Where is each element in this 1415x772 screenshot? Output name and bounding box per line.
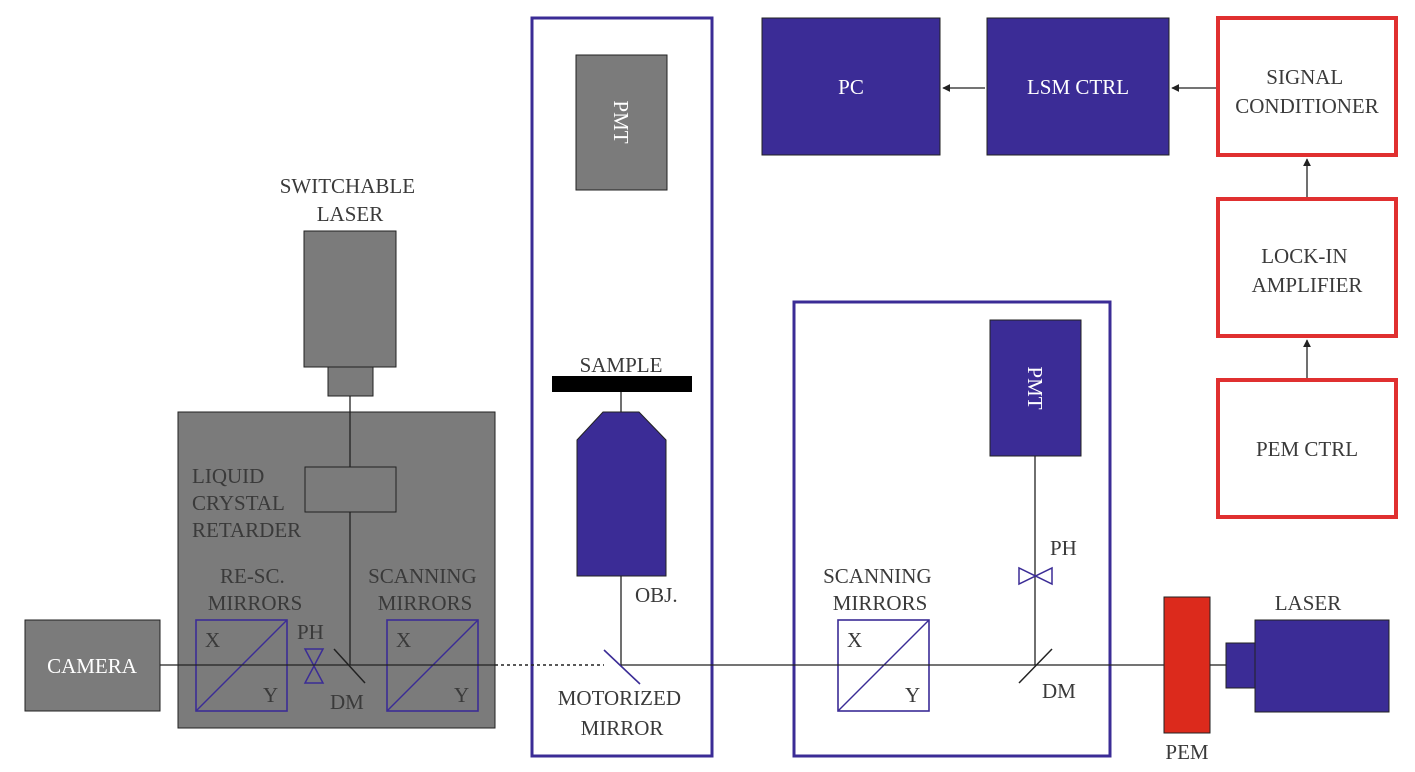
pinhole-left [303,648,325,684]
switchable-laser-label: SWITCHABLE LASER [280,174,421,226]
scan-left-y-label: Y [454,683,469,707]
pem-box [1163,596,1211,734]
pem-ctrl-label: PEM CTRL [1256,437,1358,461]
pc-box [761,17,941,156]
motorized-mirror [603,649,641,685]
dm-right-label: DM [1042,679,1076,703]
pem-ctrl-box [1216,378,1398,519]
pmt-right-label: PMT [1023,366,1047,409]
scanning-mirrors-right-label: SCANNING MIRRORS [823,564,937,615]
pmt-top-label: PMT [609,100,633,143]
lsm-ctrl-label: LSM CTRL [1027,75,1129,99]
liquid-crystal-retarder [304,466,397,513]
switchable-laser-aperture [327,366,374,397]
motorized-mirror-label: MOTORIZED MIRROR [558,686,687,740]
scan-right-y-label: Y [905,683,920,707]
lock-in-amplifier-label: LOCK-IN AMPLIFIER [1252,244,1363,297]
camera-box [24,619,161,712]
microscope-frame [530,16,714,758]
scan-right-x-label: X [847,628,862,652]
dm-left-mirror [333,648,366,684]
re-sc-x-label: X [205,628,220,652]
re-sc-y-label: Y [263,683,278,707]
switchable-laser-body [303,230,397,368]
laser-label: LASER [1275,591,1342,615]
laser-body [1254,619,1390,713]
ph-left-label: PH [297,620,324,644]
pmt-right-box [989,319,1082,457]
pinhole-right [1018,566,1053,586]
scan-left-x-label: X [396,628,411,652]
scanning-mirrors-left-label: SCANNING MIRRORS [368,564,482,615]
dm-right-mirror [1018,648,1053,684]
lsm-ctrl-box [986,17,1170,156]
liquid-crystal-retarder-label: LIQUID CRYSTAL RETARDER [192,464,301,542]
signal-conditioner-label: SIGNAL CONDITIONER [1235,65,1378,118]
laser-aperture [1225,642,1256,689]
re-sc-mirrors-label: RE-SC. MIRRORS [208,564,303,615]
ph-right-label: PH [1050,536,1077,560]
objective-lens [576,411,667,577]
right-detection-frame [792,300,1112,758]
pmt-top-box [575,54,668,191]
camera-label: CAMERA [47,654,138,678]
obj-label: OBJ. [635,583,678,607]
pc-label: PC [838,75,864,99]
lock-in-amplifier-box [1216,197,1398,338]
sample-label: SAMPLE [580,353,663,377]
sample-slide [552,376,692,392]
signal-conditioner-box [1216,16,1398,157]
pem-label: PEM [1165,740,1209,764]
dm-left-label: DM [330,690,364,714]
